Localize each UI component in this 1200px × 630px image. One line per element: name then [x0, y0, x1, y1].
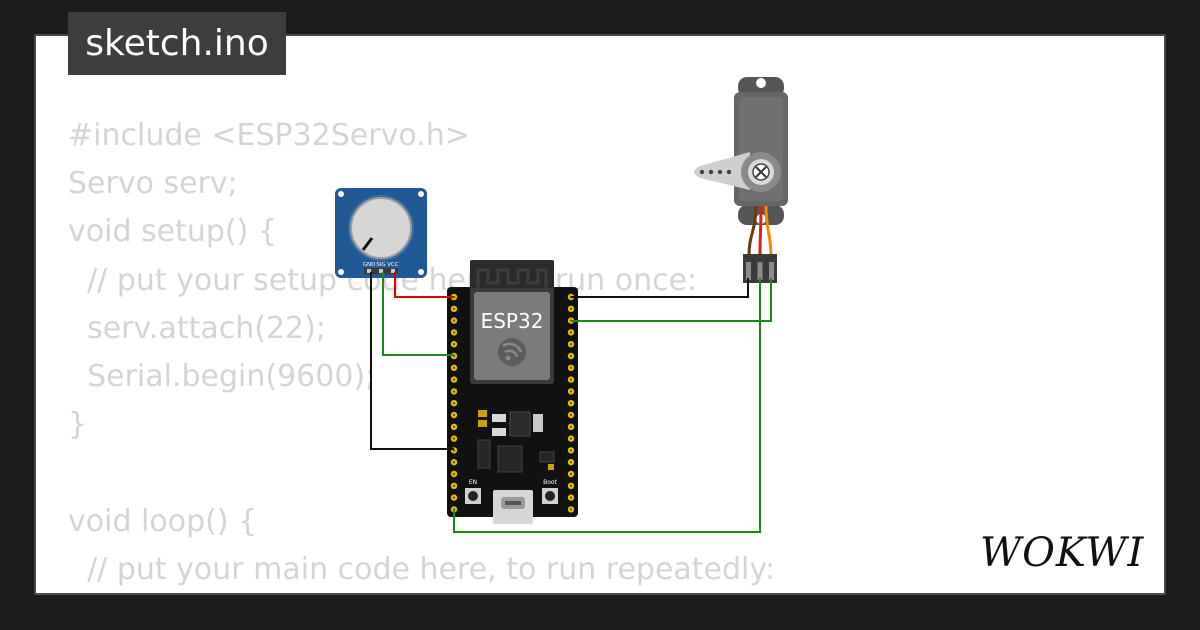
- espressif-logo: [498, 338, 526, 366]
- header-pin-hole: [452, 484, 456, 487]
- boot-button-label: Boot: [543, 479, 557, 486]
- esp32-board[interactable]: ESP32 EN Boot: [447, 260, 578, 524]
- header-pin-hole: [452, 366, 456, 369]
- header-pin-hole: [569, 402, 573, 405]
- header-pin-hole: [452, 331, 456, 334]
- header-pin-hole: [452, 461, 456, 464]
- potentiometer[interactable]: GND SIG VCC: [335, 188, 427, 278]
- esp32-left-header: [450, 293, 458, 513]
- header-pin-hole: [452, 472, 456, 476]
- wire-green-servo-signal: [571, 278, 772, 322]
- pot-pin-gnd-label: GND: [363, 262, 376, 268]
- wokwi-logo: WOKWI: [980, 530, 1144, 574]
- header-pin-hole: [569, 472, 573, 476]
- wire-green-sig: [382, 272, 454, 356]
- header-pin-hole: [569, 354, 573, 358]
- header-pin-hole: [569, 461, 573, 464]
- code-line: // put your setup code here, to run once…: [68, 262, 698, 298]
- boot-button[interactable]: Boot: [542, 479, 558, 504]
- wire-black-gnd: [370, 272, 454, 450]
- code-line: serv.attach(22);: [68, 310, 326, 346]
- header-pin-hole: [569, 496, 573, 499]
- code-line: }: [68, 407, 88, 443]
- header-pin-hole: [452, 425, 456, 428]
- pot-pin-sig-label: SIG: [376, 262, 385, 268]
- header-pin-hole: [569, 307, 573, 310]
- header-pin-hole: [569, 343, 573, 346]
- header-pin-hole: [569, 390, 573, 393]
- header-pin-hole: [569, 331, 573, 334]
- header-pin-hole: [569, 425, 573, 428]
- header-pin-hole: [452, 402, 456, 405]
- wire-black-servo-gnd: [571, 278, 749, 298]
- servo-leads: [747, 205, 773, 257]
- code-line: Serial.begin(9600);: [68, 358, 376, 394]
- sketch-preview-card: #include <ESP32Servo.h> Servo serv; void s…: [34, 34, 1166, 595]
- header-pin-hole: [569, 366, 573, 369]
- header-pin-hole: [569, 449, 573, 452]
- header-pin-hole: [452, 307, 456, 310]
- en-button[interactable]: EN: [465, 479, 481, 504]
- header-pin-hole: [569, 508, 573, 511]
- wire-red-vcc: [394, 272, 454, 298]
- header-pin-hole: [569, 437, 573, 440]
- header-pin-hole: [452, 319, 456, 322]
- wires: [370, 272, 772, 533]
- header-pin-hole: [452, 390, 456, 393]
- header-pin-hole: [569, 378, 573, 381]
- code-line: // put your main code here, to run repea…: [68, 551, 776, 587]
- wire-green-servo-power: [453, 278, 761, 533]
- servo-motor[interactable]: [694, 77, 788, 225]
- usb-port: [493, 490, 533, 524]
- en-button-label: EN: [469, 479, 477, 486]
- header-pin-hole: [452, 343, 456, 346]
- header-pin-hole: [569, 484, 573, 487]
- header-pin-hole: [452, 378, 456, 381]
- file-tab-sketch[interactable]: sketch.ino: [68, 12, 286, 75]
- pot-pin-vcc-label: VCC: [387, 262, 399, 268]
- code-line: Servo serv;: [68, 166, 238, 202]
- esp32-right-header: [567, 293, 575, 513]
- svg-text:WOKWI: WOKWI: [980, 530, 1144, 574]
- header-pin-hole: [452, 413, 456, 417]
- header-pin-hole: [569, 413, 573, 417]
- header-pin-hole: [452, 496, 456, 499]
- code-editor: #include <ESP32Servo.h> Servo serv; void s…: [68, 112, 776, 593]
- code-line: #include <ESP32Servo.h>: [68, 118, 470, 153]
- header-pin-hole: [452, 437, 456, 440]
- code-line: void loop() {: [68, 503, 258, 539]
- code-line: void setup() {: [68, 214, 277, 250]
- esp32-chip-label: ESP32: [481, 309, 544, 333]
- pot-knob-pointer: [361, 237, 374, 251]
